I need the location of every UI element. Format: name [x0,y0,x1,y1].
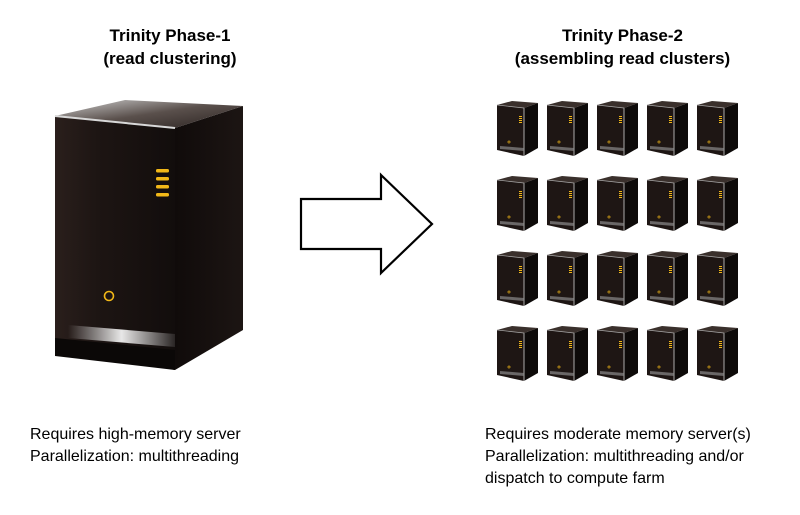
phase2-desc-line3: dispatch to compute farm [485,470,665,487]
right-arrow-icon [299,172,434,276]
mini-server-icon [546,250,590,308]
mini-server-icon [646,100,690,158]
mini-server-icon [696,175,740,233]
mini-server-icon [696,100,740,158]
mini-server-icon [546,325,590,383]
phase2-title-line1: Trinity Phase-2 [562,26,683,45]
mini-server-icon [646,325,690,383]
mini-server-icon [546,100,590,158]
phase2-description: Requires moderate memory server(s) Paral… [485,424,751,490]
phase2-title-line2: (assembling read clusters) [514,49,731,68]
mini-server-icon [596,325,640,383]
mini-server-icon [546,175,590,233]
phase2-desc-line2: Parallelization: multithreading and/or [485,448,744,465]
server-farm [496,100,746,385]
mini-server-icon [496,100,540,158]
mini-server-icon [646,175,690,233]
phase2-desc-line1: Requires moderate memory server(s) [485,426,751,443]
mini-server-icon [496,325,540,383]
big-server-icon [54,100,243,370]
mini-server-icon [596,175,640,233]
mini-server-icon [696,250,740,308]
phase1-title: Trinity Phase-1 (read clustering) [60,24,280,70]
mini-server-icon [496,250,540,308]
mini-server-icon [646,250,690,308]
phase1-desc-line2: Parallelization: multithreading [30,448,239,465]
phase1-desc-line1: Requires high-memory server [30,426,241,443]
phase1-title-line1: Trinity Phase-1 [109,26,231,45]
mini-server-icon [596,100,640,158]
mini-server-icon [696,325,740,383]
phase1-title-line2: (read clustering) [103,49,237,68]
mini-server-icon [496,175,540,233]
phase1-description: Requires high-memory server Parallelizat… [30,424,241,468]
phase2-title: Trinity Phase-2 (assembling read cluster… [480,24,765,70]
mini-server-icon [596,250,640,308]
